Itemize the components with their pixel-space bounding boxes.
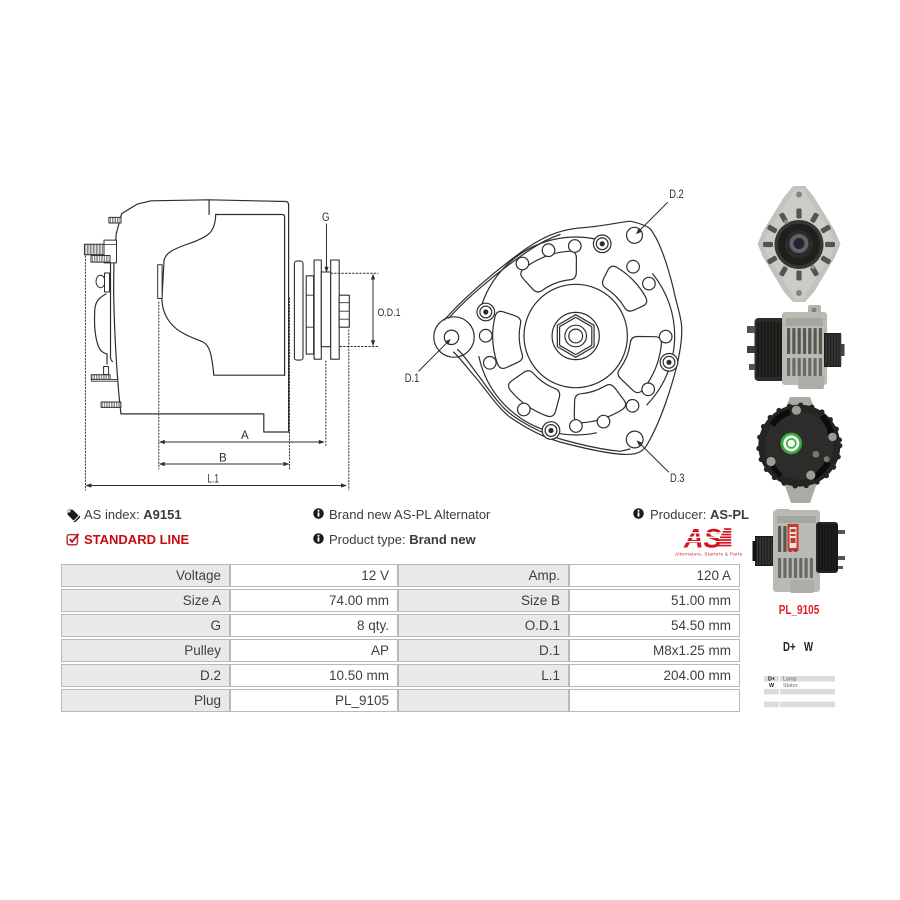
- svg-text:D.1: D.1: [405, 373, 420, 385]
- svg-text:Alternators, Starters & Parts: Alternators, Starters & Parts: [675, 551, 743, 556]
- svg-text:B: B: [219, 453, 227, 465]
- svg-text:D.2: D.2: [669, 189, 684, 201]
- svg-text:O.D.1: O.D.1: [378, 307, 401, 319]
- svg-text:D.3: D.3: [670, 473, 685, 485]
- svg-text:AS: AS: [683, 526, 722, 554]
- svg-text:A: A: [241, 430, 249, 442]
- svg-text:D+: D+: [768, 677, 775, 683]
- svg-text:Stator: Stator: [783, 683, 798, 689]
- svg-text:W: W: [769, 683, 775, 689]
- svg-text:L.1: L.1: [208, 474, 220, 486]
- svg-text:G: G: [322, 212, 330, 224]
- svg-text:Lamp: Lamp: [783, 677, 797, 683]
